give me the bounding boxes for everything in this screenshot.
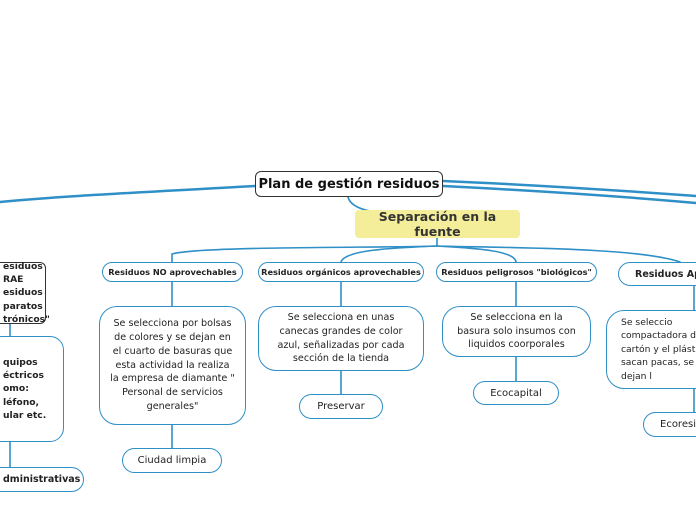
raee-line: esiduos xyxy=(3,260,43,272)
equipos-line: ular etc. xyxy=(3,410,47,422)
leaf-preservar[interactable]: Preservar xyxy=(299,394,383,419)
equipos-line: léfono, xyxy=(3,396,40,408)
category-title: Residuos orgánicos aprovechables xyxy=(261,267,421,277)
category-title: Residuos NO aprovechables xyxy=(108,267,237,277)
root-node[interactable]: Plan de gestión residuos xyxy=(255,171,443,197)
leaf-label: Ciudad limpia xyxy=(137,455,207,466)
raee-node[interactable]: esiduos RAE esiduos paratos trónicos" xyxy=(0,260,50,325)
raee-line: trónicos" xyxy=(3,314,50,326)
admin-label: dministrativas xyxy=(3,474,81,485)
description-text: Se selecciona en la basura solo insumos … xyxy=(457,311,576,351)
raee-line: paratos xyxy=(3,300,43,312)
description-text: Se selecciona por bolsas de colores y se… xyxy=(110,317,235,413)
description-text: Se selecciona en unas canecas grandes de… xyxy=(277,311,405,365)
category-organicos[interactable]: Residuos orgánicos aprovechables xyxy=(258,262,424,282)
admin-node[interactable]: dministrativas xyxy=(0,467,84,492)
equipos-node[interactable]: quipos éctricos omo: léfono, ular etc. xyxy=(0,336,64,442)
description-text: Se seleccio compactadora d cartón y el p… xyxy=(621,317,696,382)
description-organicos[interactable]: Se selecciona en unas canecas grandes de… xyxy=(258,306,424,371)
leaf-label: Preservar xyxy=(317,401,365,412)
leaf-ciudad-limpia[interactable]: Ciudad limpia xyxy=(122,448,222,473)
description-aprovechables[interactable]: Se seleccio compactadora d cartón y el p… xyxy=(606,310,696,389)
root-label: Plan de gestión residuos xyxy=(258,176,440,192)
description-no-aprovechables[interactable]: Se selecciona por bolsas de colores y se… xyxy=(99,306,246,425)
description-peligrosos[interactable]: Se selecciona en la basura solo insumos … xyxy=(442,306,591,357)
category-aprovechables[interactable]: Residuos Apr xyxy=(618,262,696,286)
separation-label: Separación en la fuente xyxy=(378,209,497,239)
category-title: Residuos Apr xyxy=(635,268,696,280)
equipos-line: éctricos xyxy=(3,369,44,381)
raee-line: esiduos xyxy=(3,287,43,299)
leaf-label: Ecoresi xyxy=(660,419,696,430)
category-title: Residuos peligrosos "biológicos" xyxy=(441,267,592,277)
raee-line: RAE xyxy=(3,273,24,285)
equipos-line: quipos xyxy=(3,356,38,368)
separation-node[interactable]: Separación en la fuente xyxy=(355,209,520,239)
equipos-line: omo: xyxy=(3,383,29,395)
leaf-ecocapital[interactable]: Ecocapital xyxy=(473,381,559,405)
category-peligrosos[interactable]: Residuos peligrosos "biológicos" xyxy=(436,262,597,282)
category-no-aprovechables[interactable]: Residuos NO aprovechables xyxy=(102,262,243,282)
leaf-label: Ecocapital xyxy=(490,387,542,399)
leaf-ecoresi[interactable]: Ecoresi xyxy=(643,412,696,437)
